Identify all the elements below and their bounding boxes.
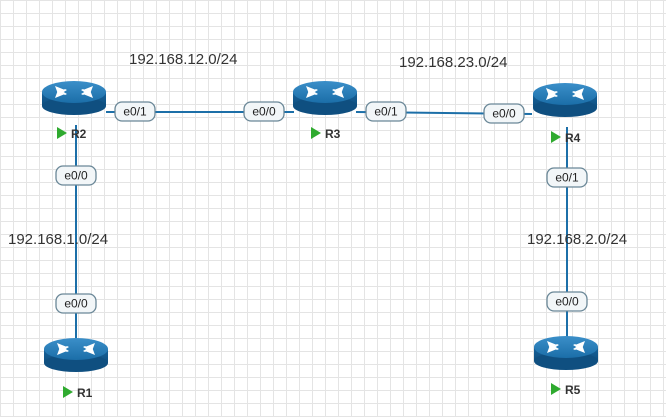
play-icon xyxy=(311,127,321,139)
network-label-23: 192.168.23.0/24 xyxy=(399,54,507,71)
router-label-r4: R4 xyxy=(565,131,581,145)
router-icon xyxy=(293,81,357,115)
play-icon xyxy=(551,131,561,143)
router-r3[interactable] xyxy=(293,81,357,115)
router-r2[interactable] xyxy=(42,81,106,115)
router-label-r1: R1 xyxy=(77,386,93,400)
router-icon xyxy=(44,338,108,372)
router-label-r3: R3 xyxy=(325,127,341,141)
router-label-r5: R5 xyxy=(565,383,581,397)
iface-r3-e01[interactable]: e0/1 xyxy=(365,101,407,122)
network-label-12: 192.168.12.0/24 xyxy=(129,51,237,68)
router-icon xyxy=(42,81,106,115)
iface-r2-e00[interactable]: e0/0 xyxy=(55,165,97,186)
router-r5[interactable] xyxy=(534,336,598,370)
iface-r4-e01[interactable]: e0/1 xyxy=(546,167,588,188)
play-icon xyxy=(57,127,67,139)
play-icon xyxy=(551,383,561,395)
router-label-r2: R2 xyxy=(71,127,87,141)
links xyxy=(75,111,568,345)
router-icon xyxy=(534,336,598,370)
svg-text:e0/0: e0/0 xyxy=(64,297,88,311)
router-icon xyxy=(533,83,597,117)
svg-text:e0/0: e0/0 xyxy=(64,169,88,183)
iface-r2-e01[interactable]: e0/1 xyxy=(114,101,156,122)
svg-text:e0/1: e0/1 xyxy=(123,105,147,119)
svg-text:e0/0: e0/0 xyxy=(555,295,579,309)
play-icon xyxy=(63,386,73,398)
svg-text:e0/0: e0/0 xyxy=(252,105,276,119)
network-label-2: 192.168.2.0/24 xyxy=(527,231,627,248)
router-r1[interactable] xyxy=(44,338,108,372)
network-label-1: 192.168.1.0/24 xyxy=(8,231,108,248)
iface-r1-e00[interactable]: e0/0 xyxy=(55,293,97,314)
svg-text:e0/0: e0/0 xyxy=(492,107,516,121)
svg-text:e0/1: e0/1 xyxy=(374,105,398,119)
iface-r4-e00[interactable]: e0/0 xyxy=(483,103,525,124)
iface-r5-e00[interactable]: e0/0 xyxy=(546,291,588,312)
router-r4[interactable] xyxy=(533,83,597,117)
svg-text:e0/1: e0/1 xyxy=(555,171,579,185)
iface-r3-e00[interactable]: e0/0 xyxy=(243,101,285,122)
